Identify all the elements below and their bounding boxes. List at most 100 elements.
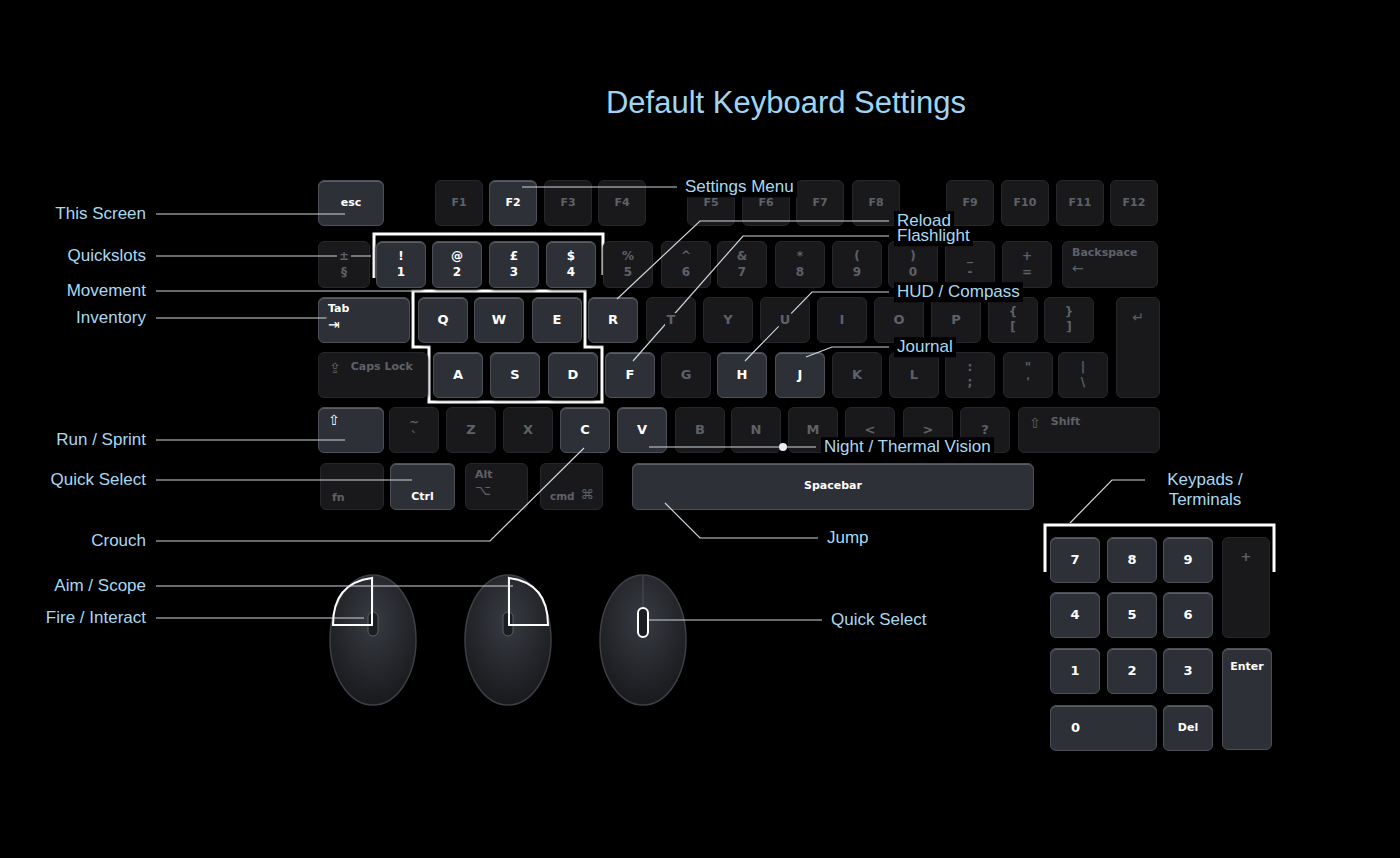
key-legend: 1 (395, 266, 407, 279)
key-legend: Enter (1228, 661, 1266, 673)
key-legend: ; (966, 376, 975, 389)
key-legend: 8 (794, 266, 806, 279)
right-button-highlight (509, 578, 548, 625)
key-legend: ⇧ (1027, 416, 1043, 432)
key-legend: B (693, 423, 707, 438)
key-legend: _ (965, 250, 975, 263)
keyboard-key: F10 (1001, 180, 1049, 226)
key-legend: Backspace (1070, 247, 1139, 259)
key-legend: ? (979, 423, 991, 438)
keyboard-key: !1 (376, 241, 426, 288)
key-legend: 0 (1069, 721, 1082, 736)
key-legend: Z (464, 423, 477, 438)
key-legend: 4 (565, 266, 577, 279)
keyboard-key: G (661, 352, 711, 398)
keyboard-key: B (675, 407, 725, 453)
keyboard-key: fn (320, 463, 384, 510)
leader-line (633, 236, 889, 361)
keyboard-key: += (1002, 241, 1052, 288)
keyboard-key: *8 (775, 241, 825, 288)
key-legend: £ (508, 250, 520, 263)
movement-outline (413, 291, 602, 402)
key-legend: M (805, 423, 822, 438)
keyboard-key: P (931, 297, 981, 343)
leader-line (665, 503, 818, 538)
key-legend: E (551, 313, 564, 328)
keyboard-key: L (889, 352, 939, 398)
leader-line (156, 317, 334, 318)
keyboard-key: D (548, 352, 598, 398)
key-legend: Caps Lock (349, 361, 415, 373)
keyboard-key: 9 (1163, 537, 1213, 583)
key-legend: D (566, 368, 581, 383)
key-legend: F5 (701, 197, 720, 209)
key-legend: 3 (1181, 664, 1194, 679)
callout-label: Jump (824, 528, 872, 548)
keyboard-key: + (1222, 537, 1270, 638)
key-legend: @ (449, 250, 465, 263)
callout-label: Flashlight (894, 226, 973, 246)
wheel-highlight (638, 608, 648, 637)
callout-label: Fire / Interact (43, 608, 149, 628)
key-legend: % (620, 250, 636, 263)
key-legend: ( (852, 250, 861, 263)
leader-dot (779, 443, 787, 451)
keyboard-key: 3 (1163, 648, 1213, 694)
keyboard-key: E (532, 297, 582, 343)
key-legend: + (1239, 550, 1254, 565)
keyboard-key: Alt⌥ (465, 463, 528, 510)
mouse-right-click (465, 575, 551, 705)
keyboard-key: Del (1163, 705, 1213, 751)
key-legend: O (891, 313, 906, 328)
keyboard-key: W (474, 297, 524, 343)
key-legend: Tab (326, 303, 351, 315)
key-legend: I (838, 313, 847, 328)
key-legend: 2 (451, 266, 463, 279)
key-legend: J (796, 368, 805, 383)
key-legend: ' (1024, 376, 1032, 389)
keyboard-key: {[ (988, 297, 1038, 343)
key-legend: Q (435, 313, 450, 328)
keyboard-key: :; (945, 352, 995, 398)
key-legend: 6 (1181, 608, 1194, 623)
keyboard-key: A (433, 352, 483, 398)
key-legend: 2 (1125, 664, 1138, 679)
leader-line (156, 448, 584, 541)
keyboard-key: ~` (389, 407, 439, 453)
key-legend: F7 (810, 197, 829, 209)
callout-label: Keypads / Terminals (1150, 470, 1260, 509)
callout-label: Night / Thermal Vision (821, 437, 994, 457)
leader-line (806, 347, 889, 357)
key-legend: 6 (680, 266, 692, 279)
key-legend: + (1020, 250, 1034, 263)
key-legend: F1 (449, 197, 468, 209)
keyboard-key: X (503, 407, 553, 453)
key-legend: : (966, 361, 975, 374)
keyboard-key: _- (945, 241, 995, 288)
key-legend: P (949, 313, 963, 328)
key-legend: ! (396, 250, 405, 263)
keyboard-key: V (617, 407, 667, 453)
key-legend: ) (908, 250, 917, 263)
key-legend: & (735, 250, 749, 263)
leader-line (745, 292, 889, 361)
keyboard-key: Ctrl (390, 463, 455, 510)
key-legend: ± (337, 250, 351, 263)
keyboard-key: 5 (1107, 592, 1157, 638)
key-legend: ] (1064, 321, 1073, 334)
mouse-wheel-click (600, 575, 686, 705)
keyboard-key: 1 (1050, 648, 1100, 694)
key-legend: Del (1176, 722, 1200, 734)
key-legend: Alt (473, 469, 495, 481)
keyboard-key: Y (703, 297, 753, 343)
key-legend: ~ (407, 416, 421, 429)
key-legend: § (339, 266, 349, 279)
keyboard-key: esc (318, 180, 384, 226)
key-legend: G (679, 368, 694, 383)
key-legend: ↵ (1130, 310, 1146, 326)
key-legend: 9 (1181, 553, 1194, 568)
callout-label: Quick Select (48, 470, 149, 490)
key-legend: A (451, 368, 465, 383)
key-legend: R (606, 313, 620, 328)
